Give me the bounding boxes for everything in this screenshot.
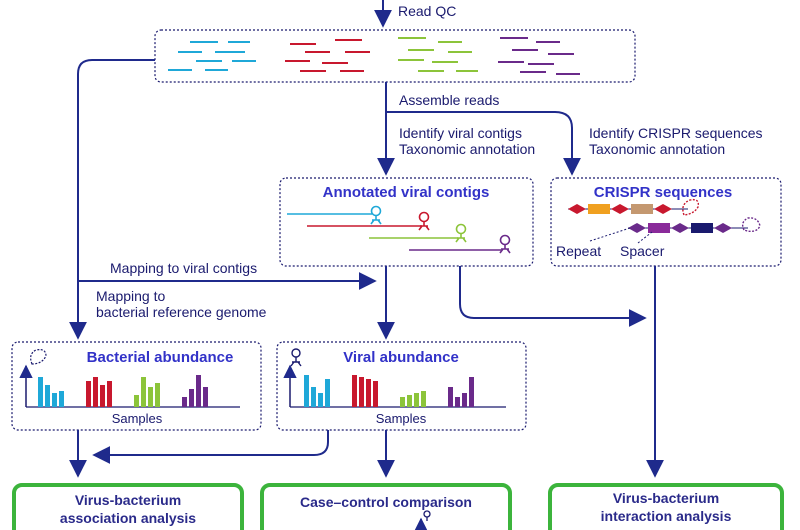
abundance-bar [52,393,57,407]
mapping-viral-label: Mapping to viral contigs [110,260,257,276]
annotated-viral-contigs-box: Annotated viral contigs [279,177,534,267]
taxonomic-annotation-2-label: Taxonomic annotation [589,141,725,157]
abundance-bar [414,393,419,407]
association-analysis-title-1: Virus-bacterium [75,492,181,508]
interaction-analysis-title-1: Virus-bacterium [613,490,719,506]
abundance-bar [455,397,460,407]
crispr-sequences-title: CRISPR sequences [594,184,732,201]
abundance-bar [373,381,378,407]
green-reads [398,37,478,72]
bacterial-abundance-title: Bacterial abundance [87,349,234,366]
arrow-contigs-to-interaction [459,266,647,327]
viral-abundance-box: Viral abundance Samples [276,341,527,431]
phage-icon-green [455,223,467,243]
abundance-bar [469,377,474,407]
arrow-viral-to-association [92,430,329,464]
bacterial-abundance-box: Bacterial abundance Samples [11,341,262,431]
mapping-bacterial-label-1: Mapping to [96,288,165,304]
samples-label-1: Samples [112,411,163,426]
abundance-bar [421,391,426,407]
abundance-bar [359,377,364,407]
bacterial-abundance-bars [38,375,208,407]
bacterium-icon-red [682,198,700,216]
abundance-bar [318,393,323,407]
abundance-bar [148,387,153,407]
interaction-analysis-box: Virus-bacterium interaction analysis [548,483,784,530]
bacterium-icon-purple [741,217,761,233]
abundance-bar [134,395,139,407]
abundance-bar [45,385,50,407]
abundance-bar [93,377,98,407]
annotated-viral-contigs-title: Annotated viral contigs [323,184,490,201]
purple-reads [498,37,580,75]
abundance-bar [141,377,146,407]
phage-icon-purple [499,234,511,254]
red-reads [285,39,370,72]
abundance-bar [304,375,309,407]
reads-box [154,29,636,83]
case-control-title: Case–control comparison [300,494,472,510]
abundance-bar [407,395,412,407]
bacterium-icon [30,349,47,365]
abundance-bar [352,375,357,407]
association-analysis-box: Virus-bacterium association analysis [12,483,244,530]
abundance-bar [155,383,160,407]
abundance-bar [366,379,371,407]
abundance-bar [182,397,187,407]
abundance-bar [189,389,194,407]
samples-label-2: Samples [376,411,427,426]
abundance-bar [38,377,43,407]
abundance-bar [196,375,201,407]
repeat-label: Repeat [556,243,601,259]
read-qc-label: Read QC [398,3,456,19]
abundance-bar [59,391,64,407]
abundance-bar [448,387,453,407]
arrow-to-bacterial-abundance [69,59,155,340]
arrow-to-crispr [386,111,581,176]
phage-icon-red [418,211,430,231]
cyan-reads [168,41,256,71]
phage-icon-small [423,510,431,521]
identify-viral-label: Identify viral contigs [399,125,522,141]
phage-icon [290,348,302,367]
abundance-bar [462,393,467,407]
abundance-bar [100,385,105,407]
association-analysis-title-2: association analysis [60,510,196,526]
case-control-box: Case–control comparison [260,483,512,530]
abundance-bar [107,381,112,407]
viral-abundance-bars [304,375,474,407]
abundance-bar [325,379,330,407]
identify-crispr-label: Identify CRISPR sequences [589,125,763,141]
spacer-label: Spacer [620,243,665,259]
taxonomic-annotation-1-label: Taxonomic annotation [399,141,535,157]
abundance-bar [86,381,91,407]
crispr-sequences-box: CRISPR sequences Repeat Spacer [550,177,782,267]
abundance-bar [311,387,316,407]
viral-abundance-title: Viral abundance [343,349,459,366]
abundance-bar [400,397,405,407]
phage-icon-cyan [370,205,382,225]
mapping-bacterial-label-2: bacterial reference genome [96,304,267,320]
interaction-analysis-title-2: interaction analysis [601,508,732,524]
abundance-bar [203,387,208,407]
assemble-reads-label: Assemble reads [399,92,499,108]
